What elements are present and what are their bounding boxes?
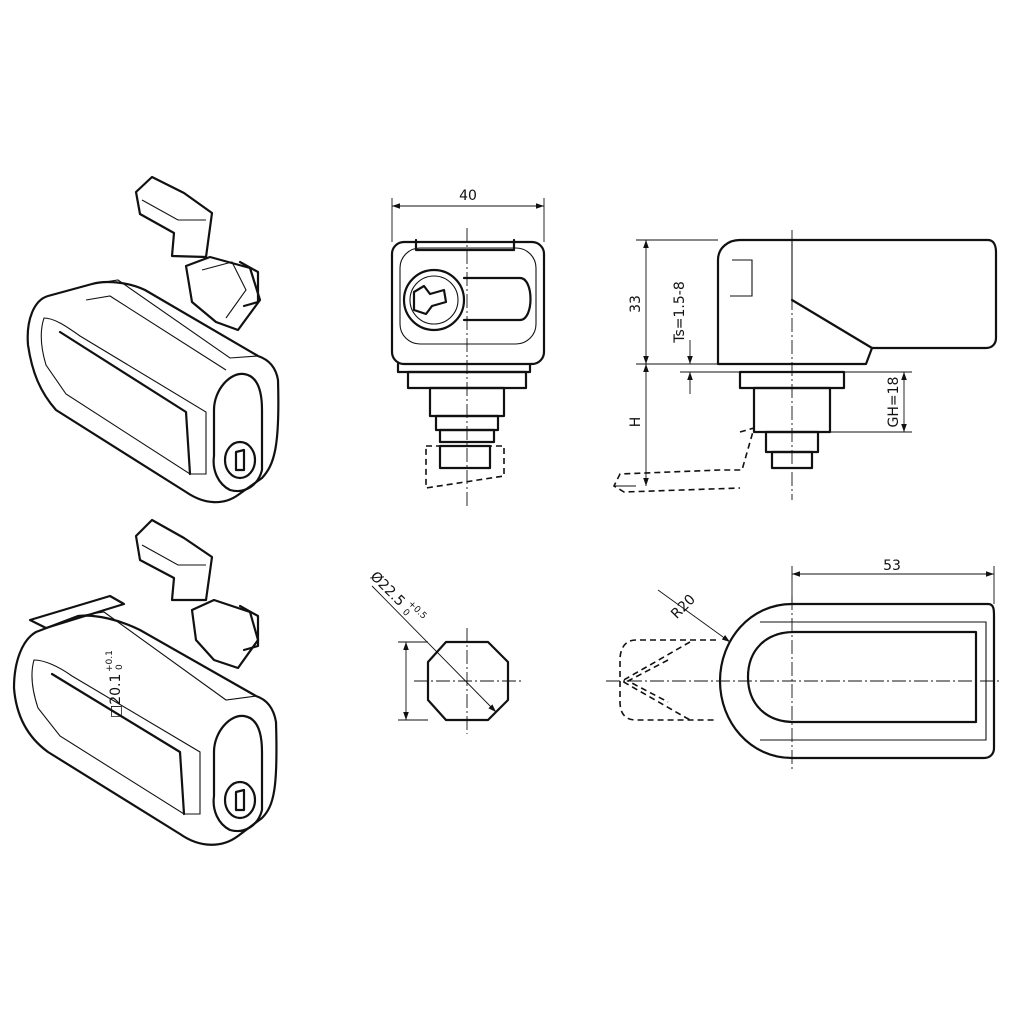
front-view [390, 198, 546, 508]
panel-thickness-label: Ts=1.5-8 [672, 281, 688, 343]
panel-cutout-view [371, 585, 522, 734]
side-view [612, 230, 998, 500]
grip-height-label: GH=18 [886, 377, 902, 428]
square-dimension-group: □20.1 +0.1 0 [105, 650, 125, 718]
isometric-view-top [26, 175, 280, 504]
bottom-view [606, 566, 1002, 770]
h-dimension-label: H [628, 417, 644, 428]
square-tolerance-lower: 0 [115, 664, 125, 670]
length-dimension-label: 53 [883, 558, 901, 574]
width-dimension-label: 40 [459, 188, 477, 204]
diameter-dimension-group: Ø22.5 +0.5 0 [367, 569, 428, 622]
isometric-view-bottom [12, 518, 278, 846]
diameter-dimension-label: Ø22.5 [367, 569, 408, 610]
square-dimension-label: □20.1 [108, 674, 124, 718]
diameter-tolerance-lower: 0 [400, 608, 411, 619]
radius-dimension-label: R20 [668, 592, 699, 623]
height-dimension-label: 33 [628, 295, 644, 313]
square-tolerance-upper: +0.1 [105, 650, 115, 672]
